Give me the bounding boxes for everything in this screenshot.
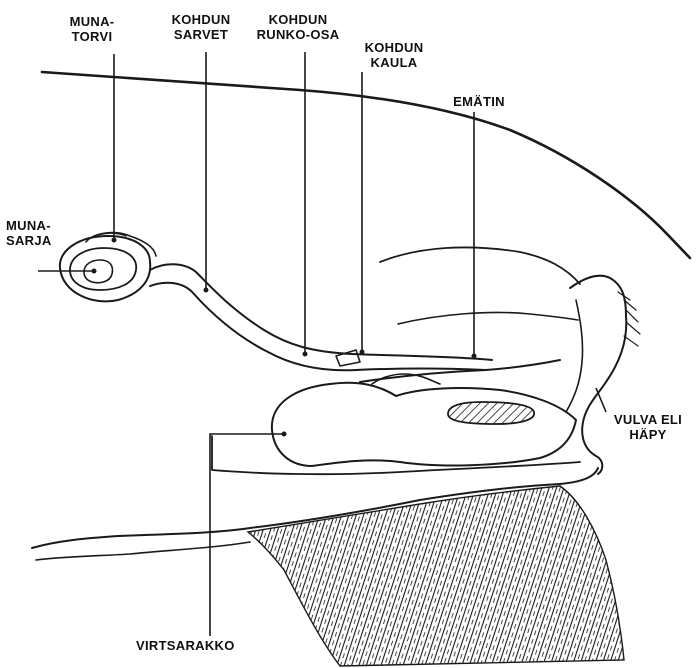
label-kohdun-runko-osa-line2: RUNKO-OSA xyxy=(248,27,348,42)
label-kohdun-kaula-line2: KAULA xyxy=(355,55,433,70)
label-ematin-line1: EMÄTIN xyxy=(446,94,512,109)
label-vulva-eli-hapy-line2: HÄPY xyxy=(605,427,691,442)
ovary-shape xyxy=(60,233,156,302)
label-virtsarakko: VIRTSARAKKO xyxy=(136,638,266,653)
label-kohdun-sarvet: KOHDUN SARVET xyxy=(160,12,242,42)
leader-munasarja-dot xyxy=(92,269,97,274)
label-kohdun-runko-osa: KOHDUN RUNKO-OSA xyxy=(248,12,348,42)
vagina-outline xyxy=(360,360,560,382)
label-vulva-eli-hapy-line1: VULVA ELI xyxy=(605,412,691,427)
bladder-outline xyxy=(272,383,576,466)
label-virtsarakko-line1: VIRTSARAKKO xyxy=(136,638,266,653)
label-munasarja: MUNA- SARJA xyxy=(6,218,66,248)
leader-virtsarakko-dot xyxy=(282,432,287,437)
label-vulva-eli-hapy: VULVA ELI HÄPY xyxy=(605,412,691,442)
rectum-inner-outline xyxy=(398,312,578,324)
urethra-hatched xyxy=(448,402,534,424)
vulva-tail-hair xyxy=(618,292,640,346)
vulva-outline xyxy=(570,276,626,474)
leader-kohdun-sarvet-dot xyxy=(204,288,209,293)
udder-fur xyxy=(248,486,624,666)
vulva-inner-outline xyxy=(566,300,583,412)
label-munasarja-line1: MUNA- xyxy=(6,218,66,233)
rectum-outline xyxy=(380,247,580,284)
label-kohdun-kaula: KOHDUN KAULA xyxy=(355,40,433,70)
leader-munatorvi-dot xyxy=(112,238,117,243)
leader-kohdun-runko-osa-dot xyxy=(303,352,308,357)
leader-ematin-dot xyxy=(472,354,477,359)
leader-vulva xyxy=(596,388,606,412)
label-kohdun-runko-osa-line1: KOHDUN xyxy=(248,12,348,27)
label-munatorvi-line1: MUNA- xyxy=(64,14,120,29)
pelvic-floor-outline xyxy=(212,436,580,474)
belly-inner-outline xyxy=(36,542,250,560)
label-munatorvi-line2: TORVI xyxy=(64,29,120,44)
label-kohdun-kaula-line1: KOHDUN xyxy=(355,40,433,55)
label-kohdun-sarvet-line2: SARVET xyxy=(160,27,242,42)
leader-kohdun-kaula-dot xyxy=(360,350,365,355)
label-ematin: EMÄTIN xyxy=(446,94,512,109)
label-munatorvi: MUNA- TORVI xyxy=(64,14,120,44)
back-outline xyxy=(42,72,690,258)
uterine-horn-outline xyxy=(150,264,492,360)
label-kohdun-sarvet-line1: KOHDUN xyxy=(160,12,242,27)
label-munasarja-line2: SARJA xyxy=(6,233,66,248)
